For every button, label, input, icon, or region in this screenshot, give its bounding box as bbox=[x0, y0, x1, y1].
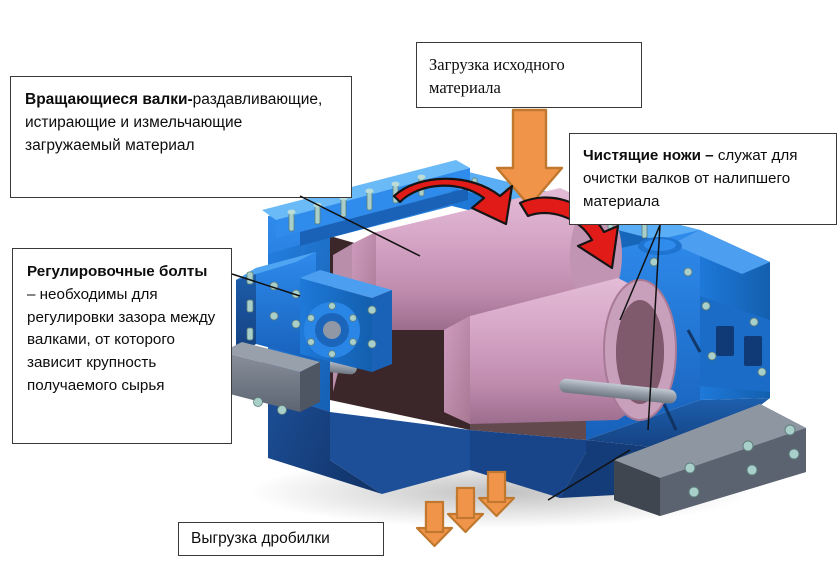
rotation-arrow-right bbox=[518, 196, 620, 270]
callout-cleaning-knives: Чистящие ножи – служат для очистки валко… bbox=[569, 133, 837, 225]
roller-rotation-arrows bbox=[392, 177, 620, 270]
rotation-arrow-left bbox=[392, 177, 514, 226]
discharge-arrow-stems bbox=[424, 470, 507, 534]
callout-feed-material: Загрузка исходного материала bbox=[416, 42, 642, 108]
callout-rollers-heading: Вращающиеся валки- bbox=[25, 91, 193, 108]
callout-discharge: Выгрузка дробилки bbox=[178, 522, 384, 556]
feed-arrow-down bbox=[495, 108, 564, 208]
callout-rotating-rollers: Вращающиеся валки-раздавливающие, истира… bbox=[10, 76, 352, 198]
callout-discharge-body: Выгрузка дробилки bbox=[191, 530, 330, 547]
callout-knives-heading: Чистящие ножи – bbox=[583, 147, 714, 164]
callout-adjusting-bolts: Регулировочные болты – необходимы для ре… bbox=[12, 248, 232, 444]
cleaning-knives bbox=[662, 329, 702, 431]
callout-knives-body: служат для очистки валков от налипшего м… bbox=[583, 147, 798, 211]
callout-bolts-body: – необходимы для регулировки зазора межд… bbox=[27, 285, 216, 394]
base-frame bbox=[222, 342, 806, 516]
callout-feed-body: Загрузка исходного материала bbox=[429, 55, 565, 98]
callout-bolts-heading: Регулировочные болты bbox=[27, 263, 208, 280]
callout-rollers-body: раздавливающие, истирающие и измельчающи… bbox=[25, 91, 323, 154]
